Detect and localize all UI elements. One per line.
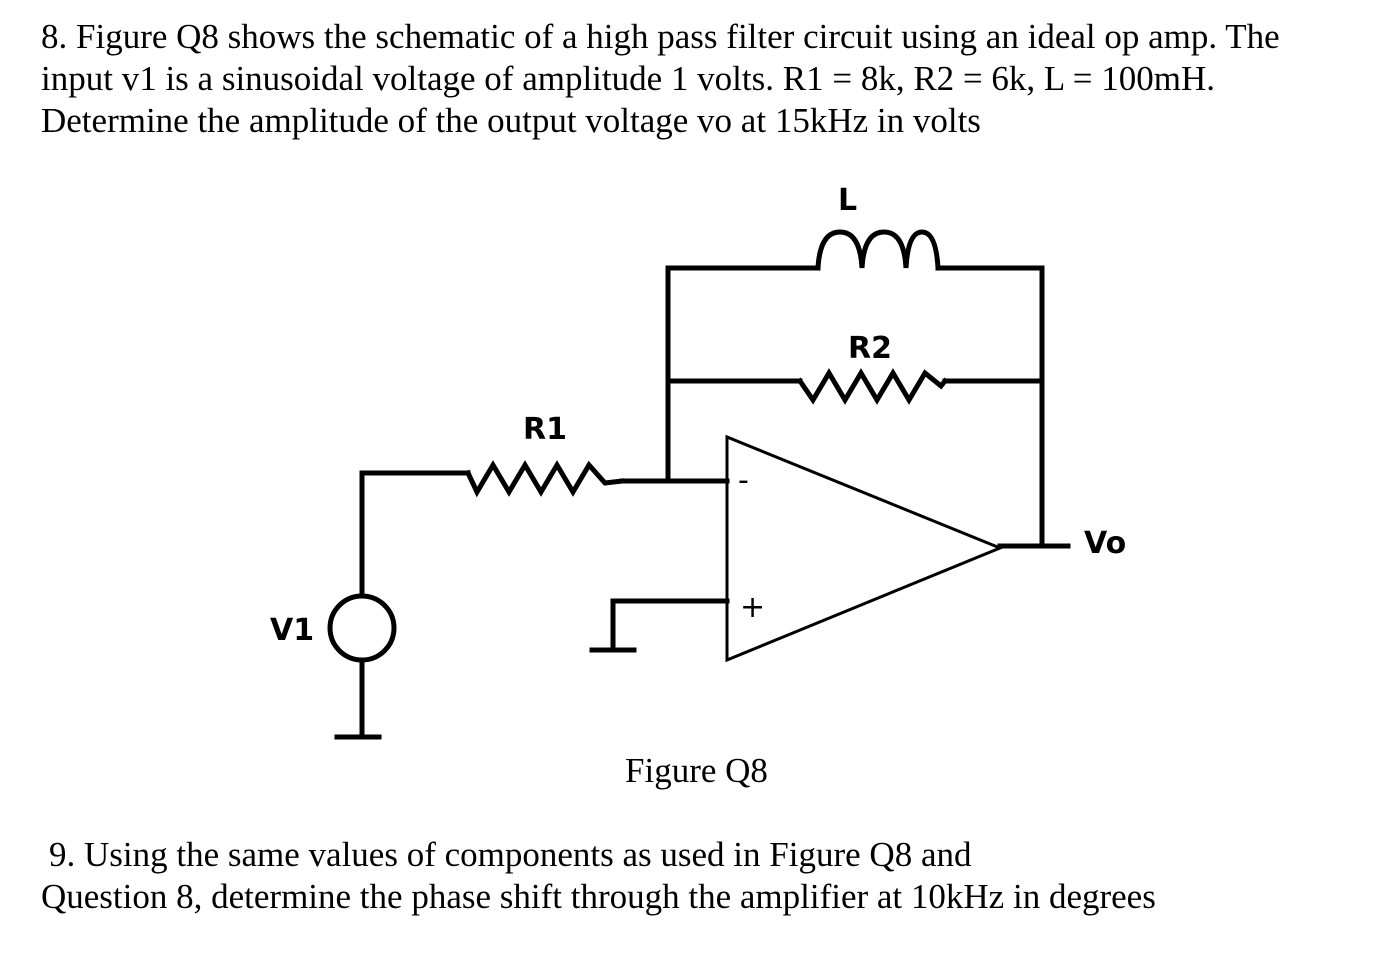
output: Vo	[997, 526, 1126, 561]
inductor-label: L	[838, 183, 857, 218]
inductor-symbol	[815, 229, 941, 271]
r1-resistor-symbol	[464, 460, 625, 498]
voltage-source: V1	[270, 593, 397, 740]
inductor-branch: L	[665, 183, 1045, 548]
input-wire-left	[359, 470, 471, 598]
feedback-wire-right	[935, 265, 1045, 548]
question-9-line-2: Question 8, determine the phase shift th…	[41, 877, 1156, 916]
source-circle	[327, 593, 397, 663]
r2-resistor-symbol	[796, 368, 949, 405]
source-label: V1	[270, 613, 314, 648]
input-path: R1	[359, 412, 730, 598]
feedback-wire-left-top	[665, 265, 821, 483]
figure-caption: Figure Q8	[625, 751, 768, 790]
r2-branch: R2	[665, 331, 1045, 405]
noninverting-input-label: +	[740, 590, 765, 625]
question-9-text: 9. Using the same values of components a…	[41, 834, 1156, 918]
question-8-line-2: input v1 is a sinusoidal voltage of ampl…	[41, 59, 1215, 98]
question-8-line-3: Determine the amplitude of the output vo…	[41, 101, 981, 140]
inverting-input-label: -	[738, 463, 749, 498]
noninverting-ground	[589, 598, 730, 653]
question-8-text: 8. Figure Q8 shows the schematic of a hi…	[41, 16, 1280, 142]
op-amp-triangle	[725, 434, 1004, 663]
noninverting-input-wire	[610, 598, 730, 651]
question-9-line-1: 9. Using the same values of components a…	[49, 835, 972, 874]
output-label: Vo	[1084, 526, 1126, 561]
question-8-line-1: 8. Figure Q8 shows the schematic of a hi…	[41, 17, 1280, 56]
r1-label: R1	[523, 412, 567, 447]
op-amp: - +	[725, 434, 1004, 663]
r2-label: R2	[848, 331, 892, 366]
